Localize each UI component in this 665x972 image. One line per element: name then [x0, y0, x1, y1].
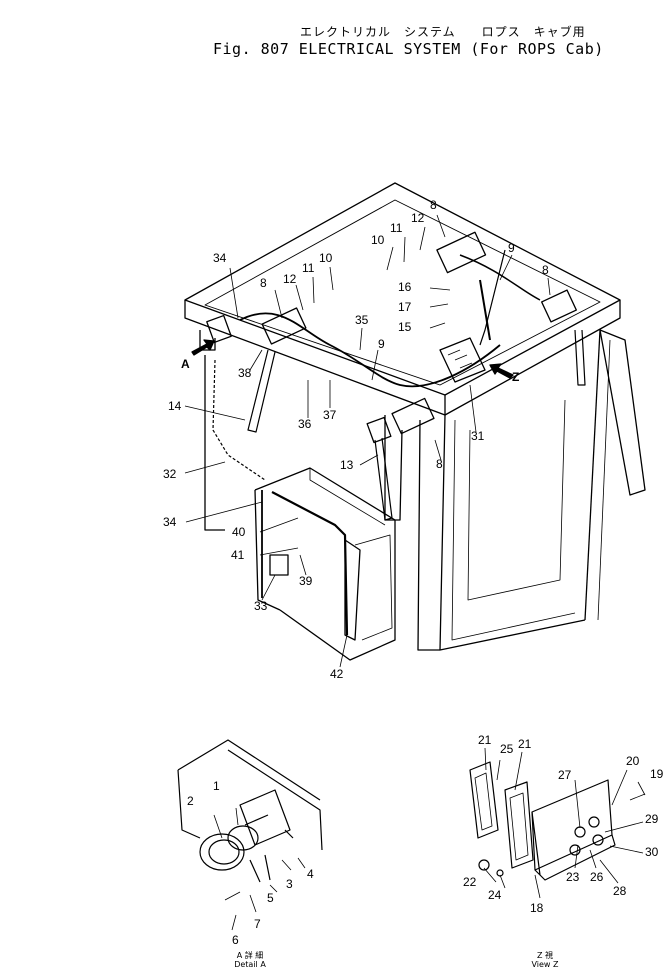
title-japanese: エレクトリカル システム ロプス キャブ用 [300, 25, 586, 39]
callout: 2 [187, 794, 194, 808]
callout: 35 [355, 313, 369, 327]
callout: 28 [613, 884, 627, 898]
callout: 8 [542, 263, 549, 277]
cab-outline [184, 182, 646, 668]
detail-a-drawing [177, 739, 323, 931]
detail-a-caption: A 詳 細 Detail A [230, 951, 270, 969]
callout: 31 [471, 429, 485, 443]
callout: 5 [267, 891, 274, 905]
callout: 10 [319, 251, 333, 265]
callout: 32 [163, 467, 177, 481]
callout: 10 [371, 233, 385, 247]
callout: 25 [500, 742, 514, 756]
callout: 11 [390, 221, 403, 235]
callout: 21 [518, 737, 532, 751]
callout: 8 [436, 457, 443, 471]
callout: 6 [232, 933, 239, 947]
callout: 12 [411, 211, 425, 225]
callout: 39 [299, 574, 313, 588]
callout: 4 [307, 867, 314, 881]
callout: 36 [298, 417, 312, 431]
callout-labels: 34 8 12 11 10 10 11 12 8 9 8 16 17 15 35… [163, 198, 664, 947]
detail-a-caption-en: Detail A [234, 960, 266, 969]
callout: 1 [213, 779, 220, 793]
callout: 30 [645, 845, 659, 859]
callout: 37 [323, 408, 337, 422]
callout: 22 [463, 875, 477, 889]
callout: 27 [558, 768, 572, 782]
callout: 16 [398, 280, 412, 294]
callout: 12 [283, 272, 297, 286]
callout: 20 [626, 754, 640, 768]
callout: 38 [238, 366, 252, 380]
callout: 17 [398, 300, 412, 314]
callout: 18 [530, 901, 544, 915]
callout: 13 [340, 458, 354, 472]
callout: 3 [286, 877, 293, 891]
callout: 40 [232, 525, 246, 539]
callout: 41 [231, 548, 245, 562]
callout: 15 [398, 320, 412, 334]
callout: 26 [590, 870, 604, 884]
view-arrow-label: A [181, 357, 190, 371]
callout: 8 [260, 276, 267, 290]
callout: 8 [430, 198, 437, 212]
callout: 11 [302, 261, 315, 275]
callout: 24 [488, 888, 502, 902]
callout: 42 [330, 667, 344, 681]
callout: 21 [478, 733, 492, 747]
view-z-drawing [469, 747, 646, 899]
view-z-caption: Z 視 View Z [525, 951, 565, 969]
callout: 7 [254, 917, 261, 931]
detail-a-caption-jp: A 詳 細 [236, 951, 264, 960]
callout: 14 [168, 399, 182, 413]
callout: 9 [378, 337, 385, 351]
callout: 29 [645, 812, 659, 826]
view-arrow-label: Z [512, 370, 519, 384]
callout: 23 [566, 870, 580, 884]
callout: 34 [163, 515, 177, 529]
view-z-caption-en: View Z [531, 960, 559, 969]
callout: 34 [213, 251, 227, 265]
callout: 19 [650, 767, 664, 781]
title-english: Fig. 807 ELECTRICAL SYSTEM (For ROPS Cab… [213, 40, 604, 58]
callout: 33 [254, 599, 268, 613]
callout: 9 [508, 241, 515, 255]
view-z-caption-jp: Z 視 [536, 951, 554, 960]
